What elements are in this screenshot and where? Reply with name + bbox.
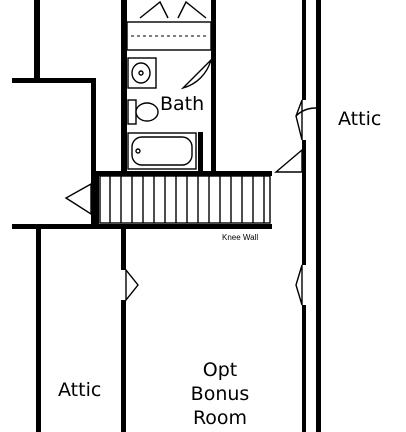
bonus-right-door-icon [295,264,303,306]
knee-wall-label: Knee Wall [222,233,258,242]
attic-right-door-icon [295,99,303,141]
wall-middle-right-mid [302,140,306,265]
attic-right-label: Attic [338,108,381,130]
attic-left-label: Attic [58,379,101,401]
wall-upper-horizontal [12,78,96,83]
bath-door-icon [180,57,213,90]
wall-stair-left [94,171,99,229]
bonus-left-door-icon [125,268,139,302]
bonus-room-label-line3: Room [193,407,247,429]
wall-bath-left [121,0,127,175]
wall-tub-right [198,132,203,175]
wall-attic-left [36,228,41,432]
bonus-room-label-line2: Bonus [191,383,250,405]
labels: Bath Attic Attic Opt Bonus Room Knee Wal… [58,93,381,429]
stair-outline [99,175,271,224]
wall-bonus-left-upper [121,228,126,270]
wall-bath-right [211,0,216,175]
toilet-tank [127,99,137,125]
toilet-bowl-icon [135,102,159,122]
walls [12,0,321,432]
wall-left-upper [34,0,40,80]
wall-landing-vertical [91,78,96,228]
stairs [99,175,271,227]
wall-bonus-left-lower [121,300,126,432]
wall-stair-top [94,171,272,176]
wall-middle-right-lower [302,305,306,432]
sink-icon [131,62,151,84]
wall-middle-right-upper [302,0,306,100]
stair-door-icon [274,148,303,173]
bath-fixtures [126,0,213,170]
wall-attic-right [316,0,321,432]
bath-label: Bath [160,93,204,115]
landing-door-icon [64,182,92,216]
closet-door-icon [139,0,169,19]
doors [64,99,317,306]
bonus-room-label-line1: Opt [203,359,237,381]
